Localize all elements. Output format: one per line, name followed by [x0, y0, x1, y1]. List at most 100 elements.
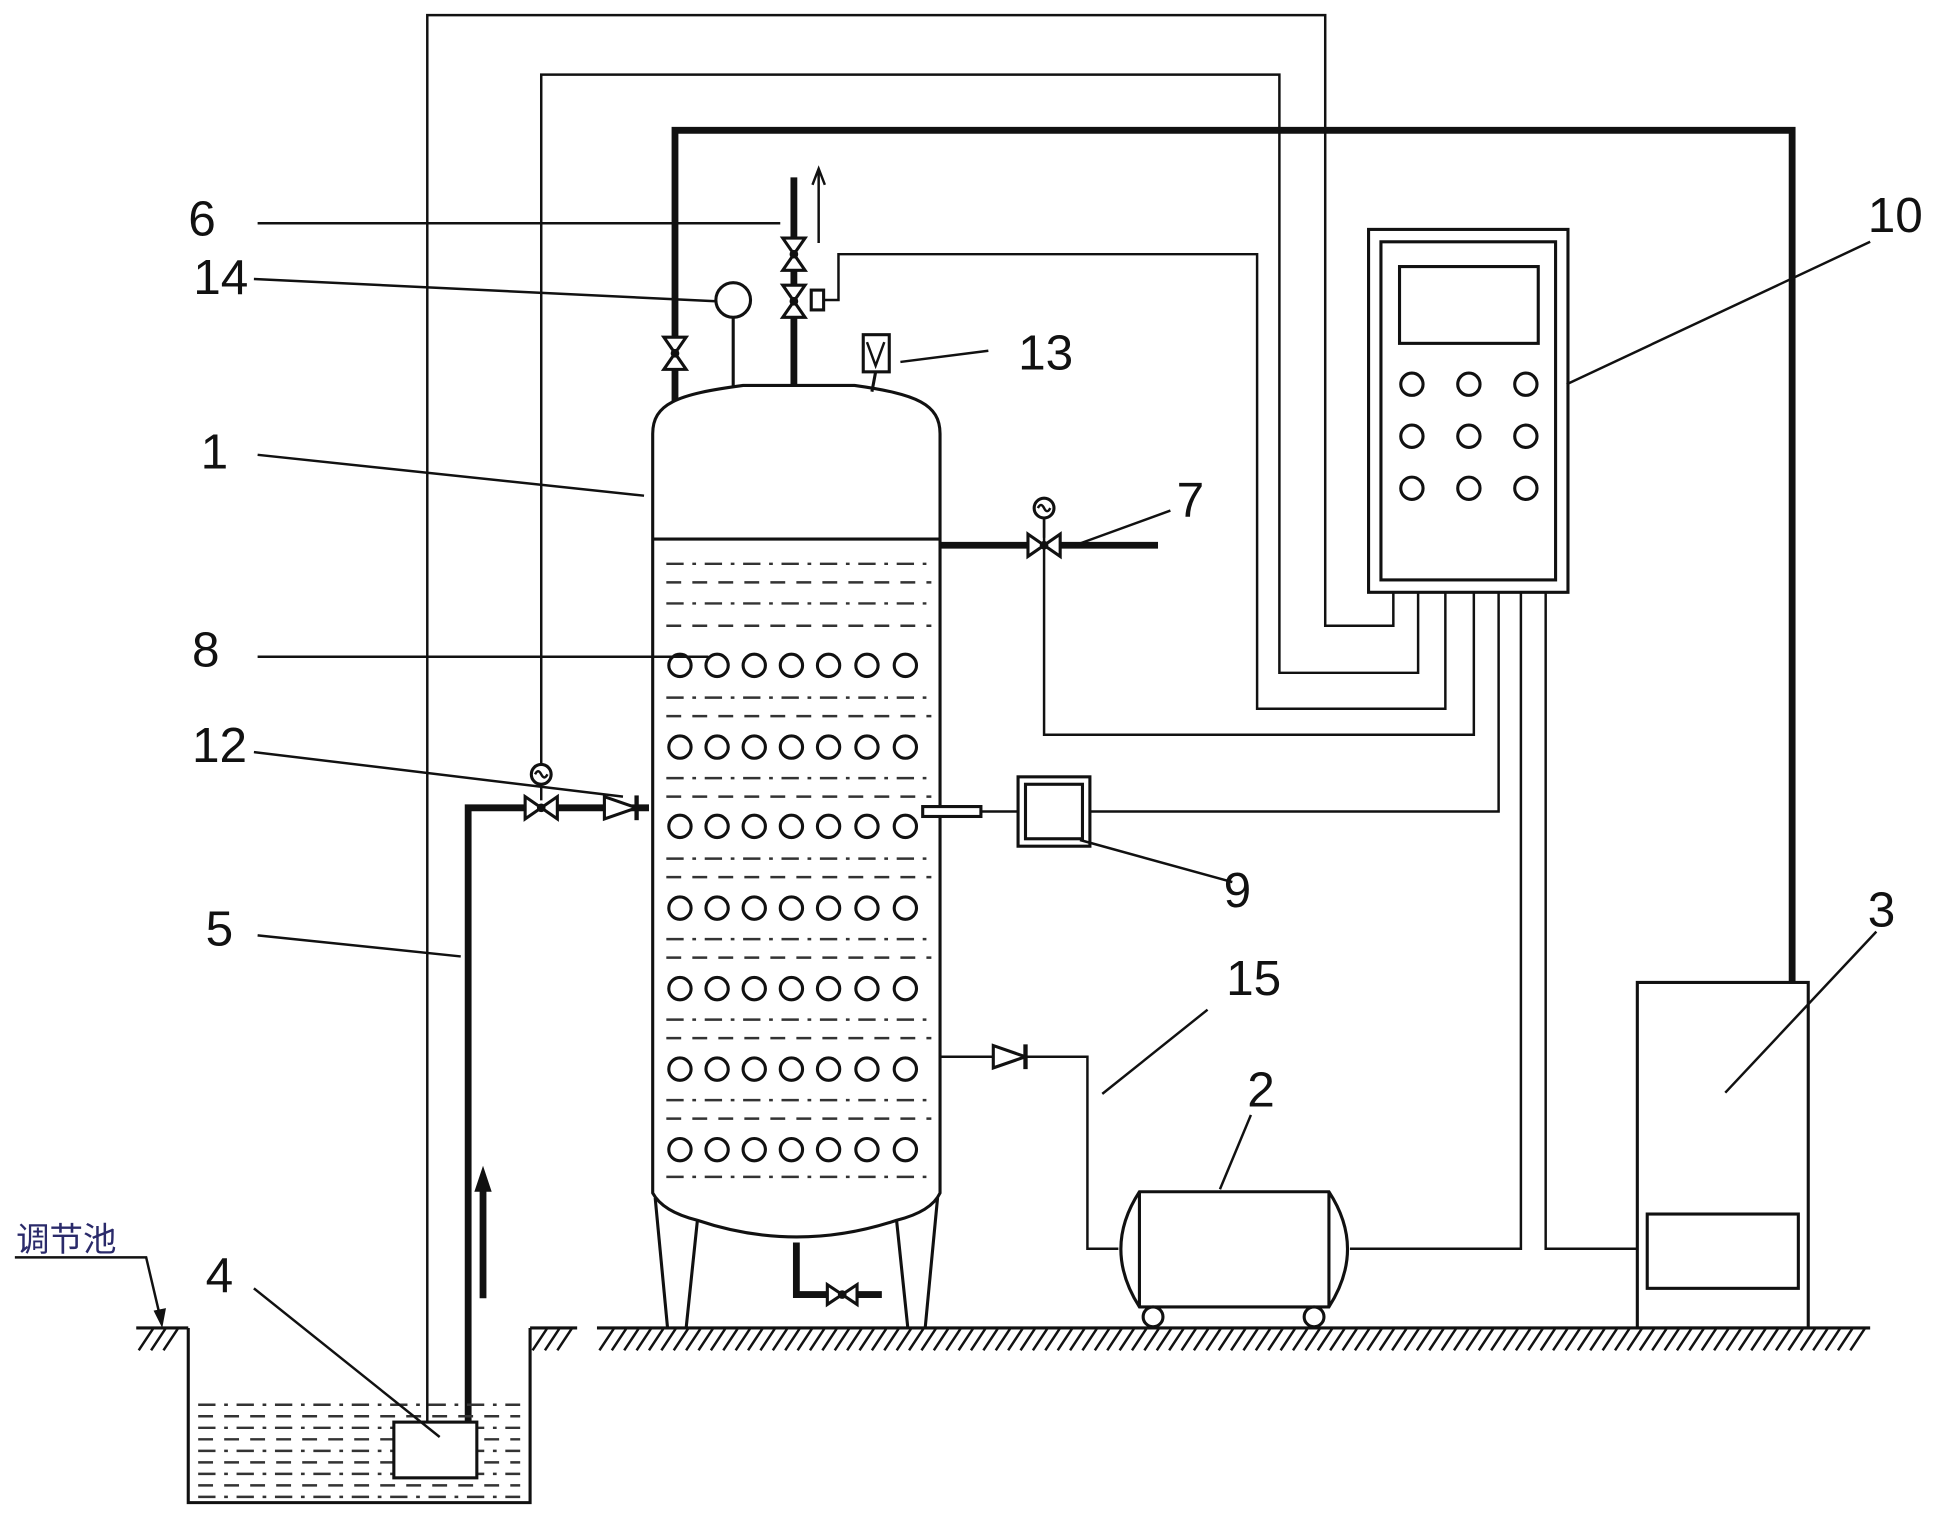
ground-hatch: [1836, 1327, 1854, 1351]
gauge-dial-icon: [714, 281, 753, 319]
aerator-disc: [854, 1056, 880, 1082]
leader-15: [1101, 1008, 1209, 1095]
aerator-disc: [778, 975, 805, 1002]
ground-hatch: [1106, 1327, 1124, 1351]
sensor-face: [1023, 782, 1085, 841]
aerator-disc: [741, 813, 767, 840]
aerator-disc: [704, 813, 730, 840]
check-valve-air: [991, 1043, 1031, 1071]
compressor-wheel-right: [1302, 1305, 1326, 1329]
ground-hatch: [137, 1327, 155, 1351]
signal-line-outlet-valve: [1042, 517, 1476, 736]
cabinet-button: [1456, 423, 1482, 449]
ground-hatch: [162, 1327, 180, 1351]
compressor-2: [1119, 1190, 1350, 1329]
callout-12: 12: [192, 718, 247, 773]
leader-4: [253, 1287, 441, 1438]
ground-hatch: [1007, 1327, 1025, 1351]
aerator-disc: [892, 652, 919, 679]
unit-3: [1635, 980, 1810, 1330]
tank-legs: [653, 1197, 940, 1329]
ground-hatch: [1329, 1327, 1347, 1351]
cabinet-button: [1513, 371, 1539, 397]
ground-hatch: [1316, 1327, 1334, 1351]
ground-hatch: [1366, 1327, 1384, 1351]
ground-hatch: [870, 1327, 888, 1351]
leader-5: [257, 934, 461, 958]
ground-hatch: [672, 1327, 690, 1351]
motor-valve-outlet: [1026, 496, 1062, 560]
ground-hatch: [1775, 1327, 1792, 1351]
ground-hatch: [150, 1327, 167, 1351]
sensor-9: [921, 775, 1092, 848]
aerator-disc: [704, 734, 730, 760]
ground-hatch: [982, 1327, 1000, 1351]
ground-hatch: [895, 1327, 913, 1351]
aerator-disc: [667, 975, 693, 1002]
ground-hatch: [1267, 1327, 1285, 1351]
safety-valve-icon: [865, 341, 886, 370]
ground-hatch: [1279, 1327, 1297, 1351]
ground-hatch: [1118, 1327, 1136, 1351]
aerator-disc: [704, 1136, 730, 1163]
callout-3: 3: [1868, 883, 1896, 938]
pond-water-lines: [198, 1403, 521, 1499]
aerator-disc: [741, 1136, 767, 1163]
cabinet-button: [1399, 475, 1425, 501]
ground-hatch: [1093, 1327, 1111, 1351]
ground-hatch: [932, 1327, 950, 1351]
ground-hatch: [697, 1327, 715, 1351]
callout-6: 6: [188, 192, 216, 247]
ground-hatch: [1341, 1327, 1359, 1351]
valve-hub: [536, 803, 546, 813]
ground-hatch: [1019, 1327, 1037, 1351]
signal-line-pump: [426, 13, 1395, 1425]
aerator-disc: [815, 734, 842, 760]
ground-hatch: [734, 1327, 752, 1351]
signal-lines: [426, 13, 1638, 1425]
valve-top-pipe: [660, 335, 690, 371]
leader-9: [1079, 838, 1233, 884]
aerator-disc: [815, 1056, 842, 1082]
ground-hatch: [1403, 1327, 1421, 1351]
aerator-disc: [667, 652, 693, 679]
safety-valve-13: [861, 333, 891, 392]
callout-2: 2: [1247, 1062, 1275, 1117]
ground-hatch: [1452, 1327, 1470, 1351]
control-cabinet-10: [1367, 227, 1570, 594]
signal-line-compressor: [1349, 592, 1523, 1250]
ground-hatch: [821, 1327, 839, 1351]
ground-hatch: [1514, 1327, 1532, 1351]
ground-hatch: [1415, 1327, 1433, 1351]
ground-hatch: [1824, 1327, 1842, 1351]
ground-hatch: [1502, 1327, 1520, 1351]
ground-hatch: [1465, 1327, 1483, 1351]
ground-hatch: [1812, 1327, 1830, 1351]
ground-hatch: [846, 1327, 864, 1351]
pipes: [464, 126, 1796, 1423]
valve-hub: [837, 1290, 847, 1299]
leader-3: [1724, 930, 1878, 1094]
aerator-disc: [892, 734, 919, 760]
right-leg: [923, 1197, 940, 1329]
aerator-disc: [741, 1056, 767, 1082]
aerator-disc: [854, 652, 880, 679]
ground-hatch: [796, 1327, 814, 1351]
ground-hatch: [1217, 1327, 1235, 1351]
sensor-probe: [921, 805, 983, 819]
signal-line-exhaust-sensor: [823, 252, 1447, 710]
aerator-disc: [704, 1056, 730, 1082]
ground-hatch: [1130, 1327, 1148, 1351]
ground-hatch: [1192, 1327, 1210, 1351]
ground-hatch: [994, 1327, 1012, 1351]
motor-valve-inlet: [523, 762, 559, 822]
ground-hatch: [1651, 1327, 1669, 1351]
aerator-array-8: [667, 652, 919, 1163]
callout-4: 4: [206, 1248, 234, 1303]
cabinet-button: [1399, 371, 1425, 397]
pump-4: [392, 1420, 479, 1480]
aerator-disc: [667, 734, 693, 760]
leader-lines: [14, 221, 1878, 1438]
callout-5: 5: [206, 901, 234, 956]
